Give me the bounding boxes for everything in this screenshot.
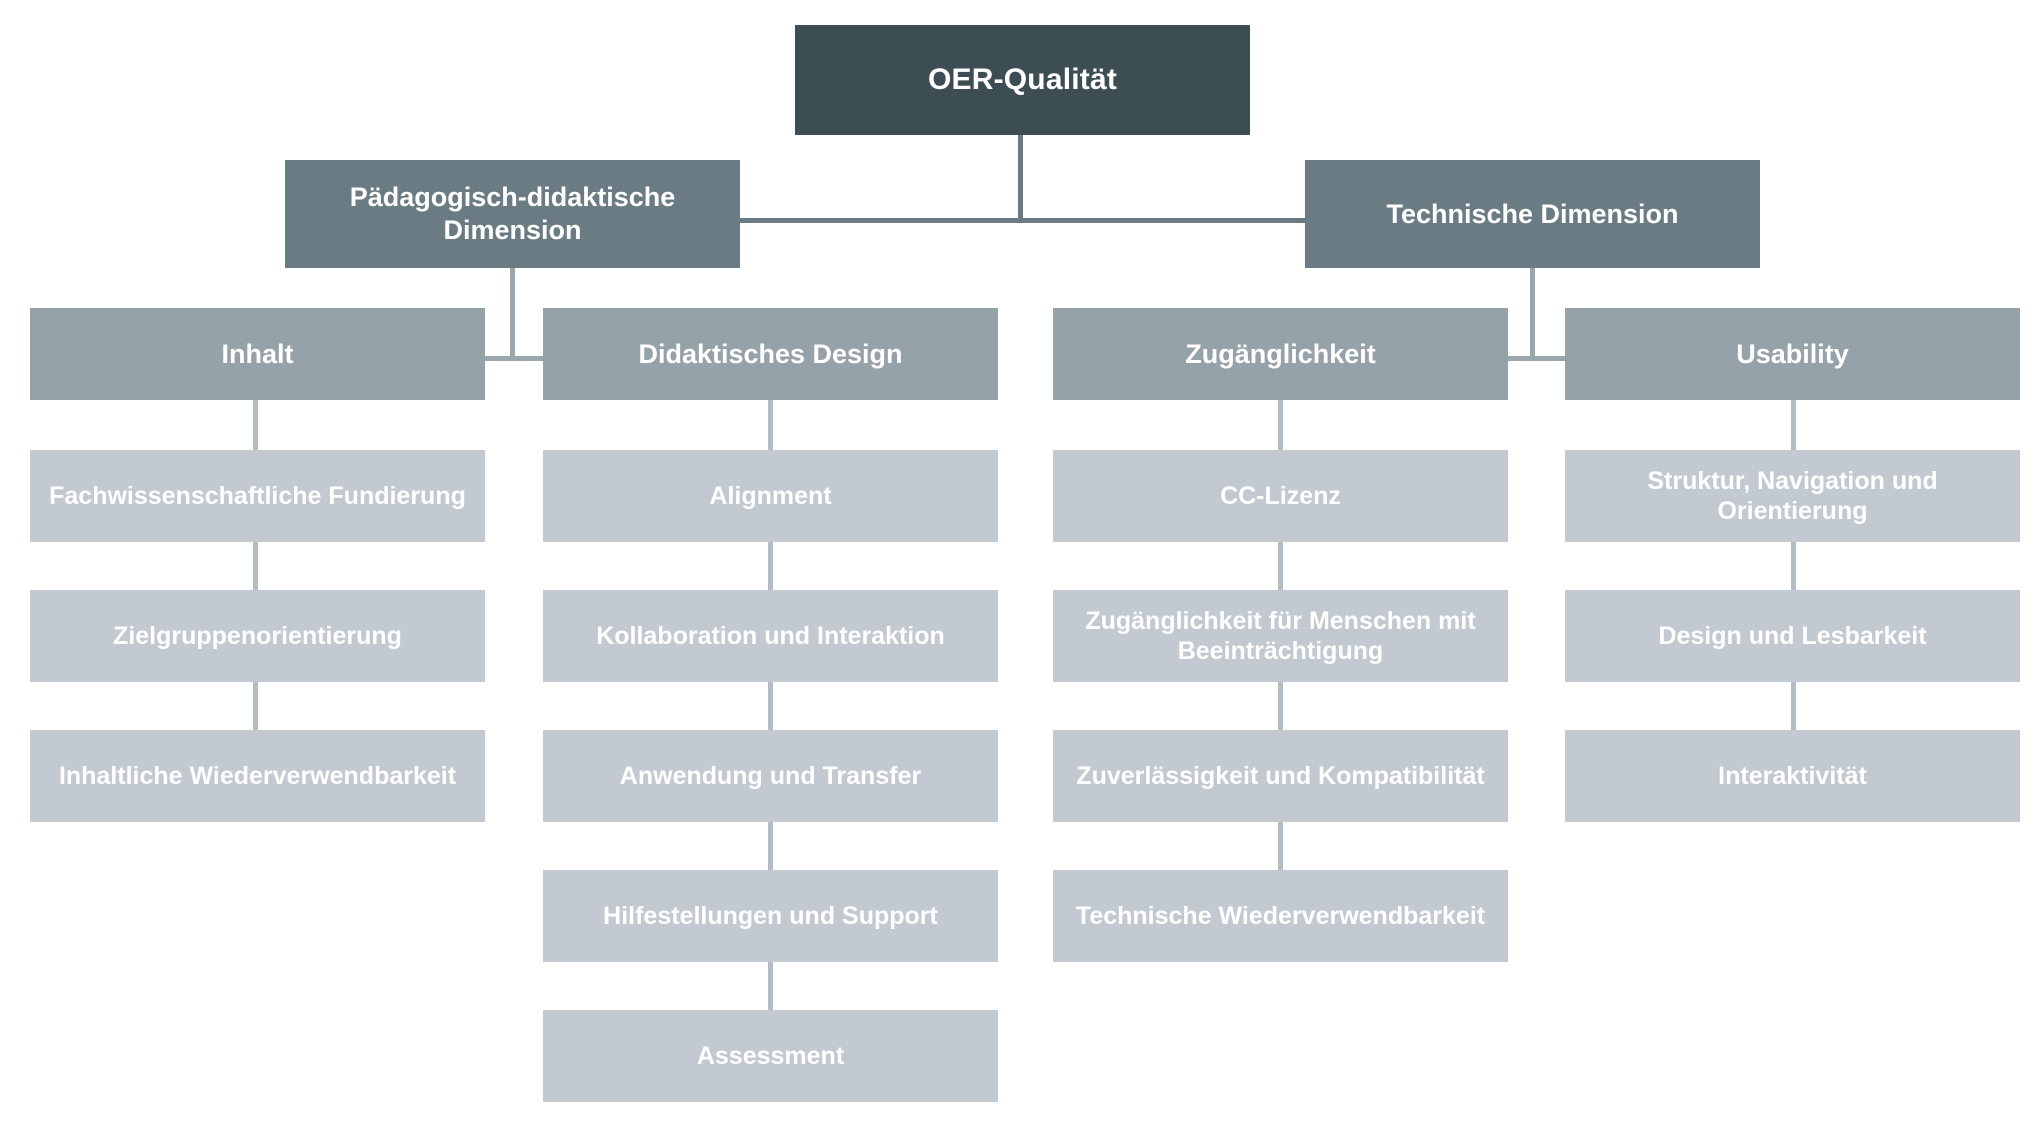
node-criterion-inhaltliche-wiederverwendbarkeit[interactable]: Inhaltliche Wiederverwendbarkeit (30, 730, 485, 822)
connector-level2-spine (738, 218, 1308, 223)
connector-inhalt-1 (253, 400, 258, 452)
connector-didaktisches-5 (768, 960, 773, 1012)
node-criterion-anwendung-und-transfer[interactable]: Anwendung und Transfer (543, 730, 998, 822)
node-criterion-cc-lizenz[interactable]: CC-Lizenz (1053, 450, 1508, 542)
connector-paedagogisch-down (510, 268, 515, 360)
node-criterion-kollaboration-und-interaktion[interactable]: Kollaboration und Interaktion (543, 590, 998, 682)
connector-zugaenglichkeit-1 (1278, 400, 1283, 452)
connector-usability-2 (1791, 540, 1796, 592)
node-criterion-interaktivitaet[interactable]: Interaktivität (1565, 730, 2020, 822)
connector-didaktisches-4 (768, 820, 773, 872)
node-criterion-hilfestellungen-und-support[interactable]: Hilfestellungen und Support (543, 870, 998, 962)
node-criterion-alignment[interactable]: Alignment (543, 450, 998, 542)
node-category-inhalt[interactable]: Inhalt (30, 308, 485, 400)
connector-zugaenglichkeit-2 (1278, 540, 1283, 592)
node-criterion-zuverlaessigkeit-und-kompatibilitaet[interactable]: Zuverlässigkeit und Kompatibilität (1053, 730, 1508, 822)
connector-usability-3 (1791, 680, 1796, 732)
connector-zugaenglichkeit-4 (1278, 820, 1283, 872)
node-criterion-design-und-lesbarkeit[interactable]: Design und Lesbarkeit (1565, 590, 2020, 682)
connector-didaktisches-2 (768, 540, 773, 592)
node-dimension-technische[interactable]: Technische Dimension (1305, 160, 1760, 268)
node-dimension-paedagogisch-didaktische[interactable]: Pädagogisch-didaktische Dimension (285, 160, 740, 268)
node-root-oer-qualitaet[interactable]: OER-Qualität (795, 25, 1250, 135)
node-criterion-struktur-navigation-und-orientierung[interactable]: Struktur, Navigation und Orientierung (1565, 450, 2020, 542)
node-criterion-assessment[interactable]: Assessment (543, 1010, 998, 1102)
node-category-didaktisches-design[interactable]: Didaktisches Design (543, 308, 998, 400)
connector-usability-1 (1791, 400, 1796, 452)
connector-inhalt-2 (253, 540, 258, 592)
node-criterion-fachwissenschaftliche-fundierung[interactable]: Fachwissenschaftliche Fundierung (30, 450, 485, 542)
node-category-usability[interactable]: Usability (1565, 308, 2020, 400)
node-criterion-zugaenglichkeit-fuer-menschen-mit-beeintraechtigung[interactable]: Zugänglichkeit für Menschen mit Beeinträ… (1053, 590, 1508, 682)
connector-zugaenglichkeit-3 (1278, 680, 1283, 732)
connector-paedagogisch-children-bar (255, 356, 770, 361)
connector-root-down (1018, 135, 1023, 223)
connector-technische-down (1530, 268, 1535, 360)
connector-didaktisches-3 (768, 680, 773, 732)
connector-didaktisches-1 (768, 400, 773, 452)
node-category-zugaenglichkeit[interactable]: Zugänglichkeit (1053, 308, 1508, 400)
connector-technische-children-bar (1275, 356, 1790, 361)
node-criterion-technische-wiederverwendbarkeit[interactable]: Technische Wiederverwendbarkeit (1053, 870, 1508, 962)
node-criterion-zielgruppenorientierung[interactable]: Zielgruppenorientierung (30, 590, 485, 682)
connector-inhalt-3 (253, 680, 258, 732)
